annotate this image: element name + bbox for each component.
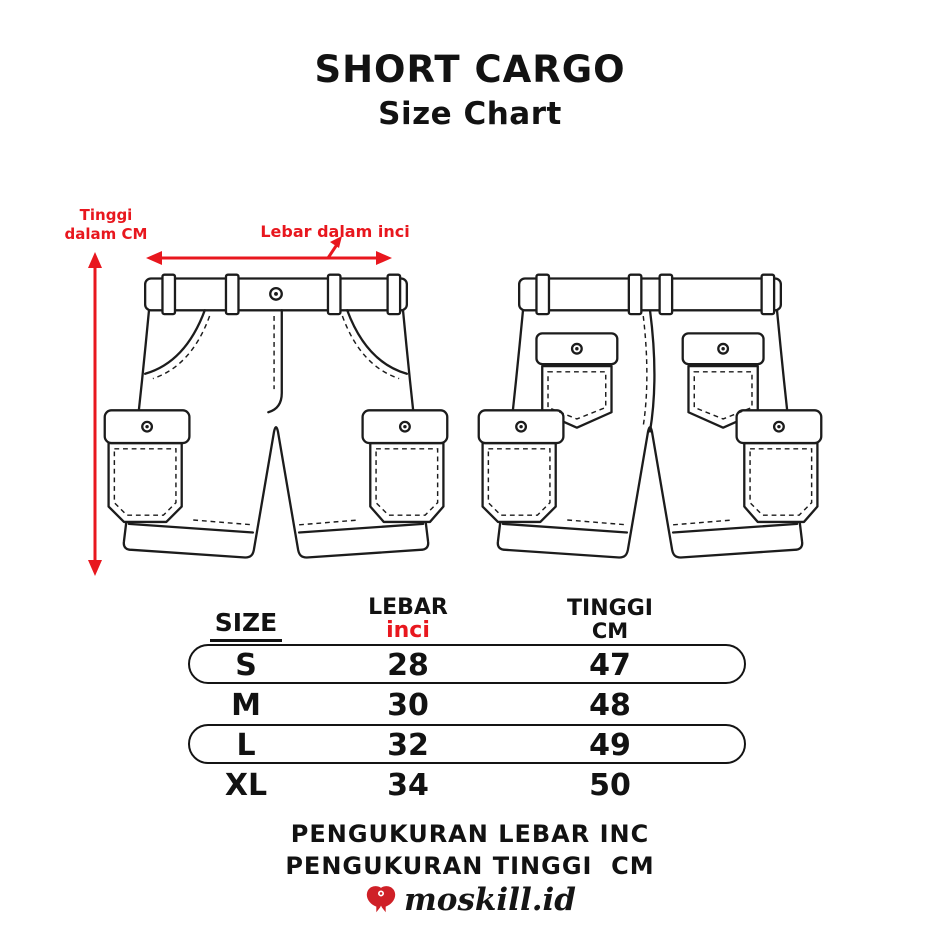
width-arrow-icon [146,251,392,265]
width-header-label: LEBAR [368,594,448,620]
column-header-width: LEBAR inci [306,596,510,642]
cell-width: 28 [387,648,429,683]
width-measure-label: Lebar dalam inci [260,222,410,241]
page-title: SHORT CARGO [314,48,626,91]
cell-height: 49 [589,728,631,763]
page-subtitle: Size Chart [378,96,562,132]
row-highlight-capsule-s [188,644,746,684]
cell-height: 47 [589,648,631,683]
table-row-xl: XL 34 50 [186,766,710,806]
height-arrow-icon [88,252,102,576]
shorts-front-illustration [103,273,449,559]
table-row-s: S 28 47 [186,646,710,686]
column-header-height: TINGGI CM [510,597,710,642]
cell-size: XL [224,768,268,803]
cell-size: L [236,728,256,763]
shorts-back-illustration [477,273,823,559]
table-row-l: L 32 49 [186,726,710,766]
height-header-label: TINGGI [567,595,653,621]
cell-height: 48 [589,688,631,723]
cell-size: S [235,648,257,683]
cell-height: 50 [589,768,631,803]
cell-width: 34 [387,768,429,803]
size-table-header: SIZE LEBAR inci TINGGI CM [186,590,710,642]
column-header-size: SIZE [186,609,306,642]
height-label-line1: Tinggi [79,206,133,224]
cell-width: 32 [387,728,429,763]
height-label-line2: dalam CM [64,224,148,243]
row-highlight-capsule-l [188,724,746,764]
brand-logo-icon [366,886,396,913]
width-header-unit: inci [386,617,430,643]
table-row-m: M 30 48 [186,686,710,726]
measure-note-width: PENGUKURAN LEBAR INC [290,820,650,848]
pointer-arrow-icon [326,236,342,259]
height-measure-label: Tinggi dalam CM [50,206,162,244]
size-header-label: SIZE [209,609,283,642]
cell-size: M [231,688,261,723]
height-header-unit: CM [591,618,629,643]
measure-note-height: PENGUKURAN TINGGI CM [285,852,655,880]
brand-footer: moskill.id [0,882,940,918]
brand-name: moskill.id [404,882,576,918]
cell-width: 30 [387,688,429,723]
